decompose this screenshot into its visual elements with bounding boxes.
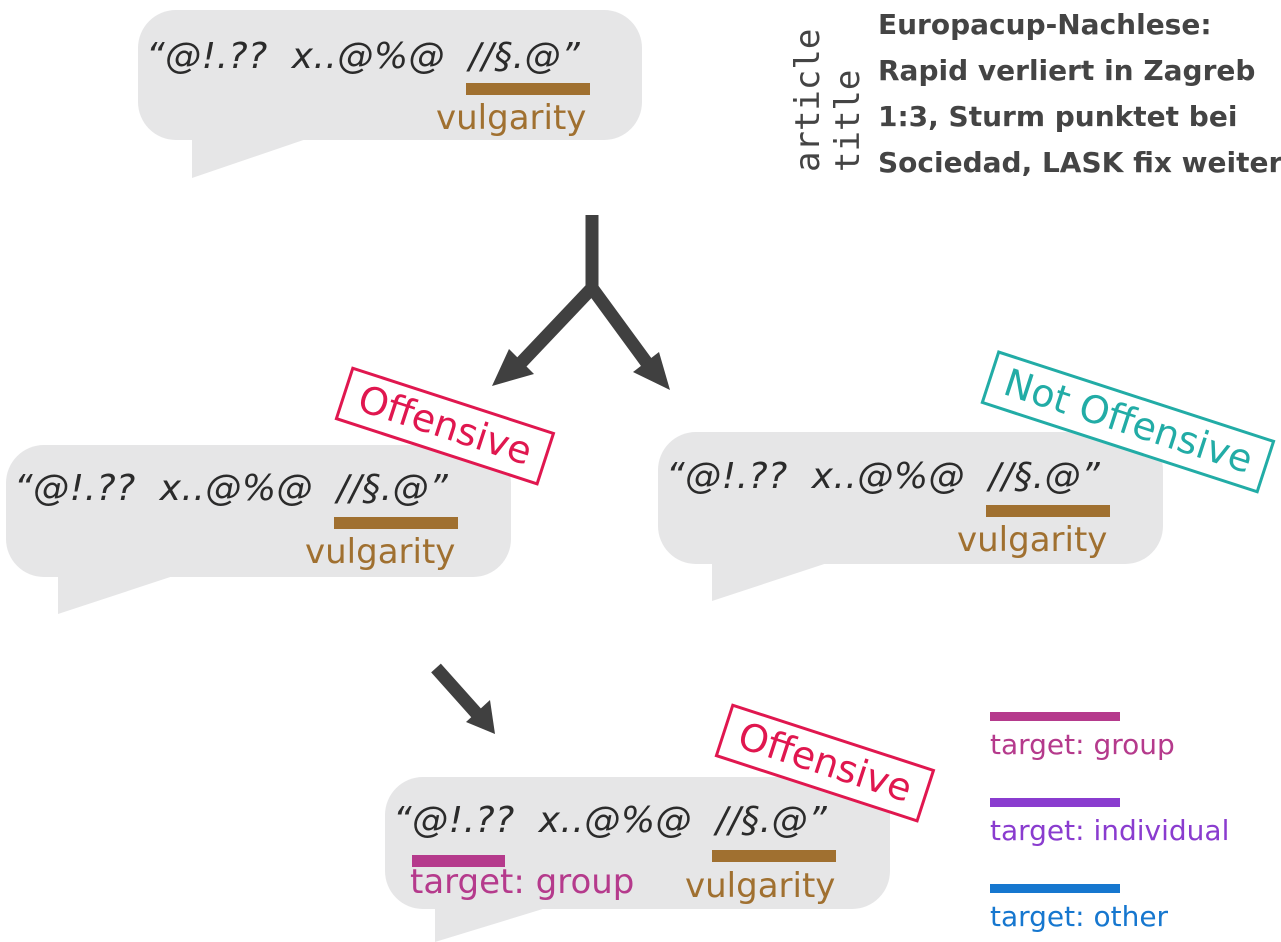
bubble-tail <box>192 120 362 178</box>
bubble-tail <box>435 890 605 942</box>
comment-text: “@!.?? x..@%@ //§.@” <box>146 36 581 77</box>
target-group-label: target: group <box>410 862 635 902</box>
arrow-right-head <box>633 352 670 390</box>
bubble-body <box>385 777 890 909</box>
legend-swatch-individual <box>990 798 1120 807</box>
vulgarity-label: vulgarity <box>305 532 456 572</box>
arrow-right-branch <box>586 284 658 374</box>
vulgarity-label: vulgarity <box>436 98 587 138</box>
bubble-body <box>138 10 642 140</box>
vulgarity-underline <box>334 517 458 529</box>
arrow-down-head <box>466 700 495 734</box>
legend-label-group: target: group <box>990 728 1175 761</box>
arrow-left-branch <box>513 283 597 371</box>
article-side-label: article <box>788 28 828 172</box>
arrow-left-head <box>492 349 534 386</box>
target-group-underline <box>412 855 505 867</box>
legend-swatch-other <box>990 884 1120 893</box>
vulgarity-underline <box>712 850 836 862</box>
comment-text: “@!.?? x..@%@ //§.@” <box>393 800 828 841</box>
bubble-tail <box>58 558 228 614</box>
bubble-body <box>658 432 1163 564</box>
article-title-line: Europacup-Nachlese: <box>878 8 1212 41</box>
arrow-down-shaft <box>431 663 483 720</box>
article-title-line: 1:3, Sturm punktet bei <box>878 100 1238 133</box>
legend-label-other: target: other <box>990 900 1169 933</box>
article-title: Europacup-Nachlese: Rapid verliert in Za… <box>878 2 1281 186</box>
bubble-body <box>6 445 511 577</box>
legend-swatch-group <box>990 712 1120 721</box>
vulgarity-label: vulgarity <box>957 520 1108 560</box>
vulgarity-underline <box>986 505 1110 517</box>
bubble-tail <box>712 545 882 601</box>
comment-text: “@!.?? x..@%@ //§.@” <box>666 456 1101 497</box>
legend-label-individual: target: individual <box>990 814 1230 847</box>
title-side-label: title <box>828 69 868 172</box>
article-title-line: Sociedad, LASK fix weiter <box>878 146 1281 179</box>
article-title-line: Rapid verliert in Zagreb <box>878 54 1256 87</box>
vulgarity-underline <box>466 83 590 95</box>
comment-text: “@!.?? x..@%@ //§.@” <box>14 468 449 509</box>
vulgarity-label: vulgarity <box>685 866 836 906</box>
